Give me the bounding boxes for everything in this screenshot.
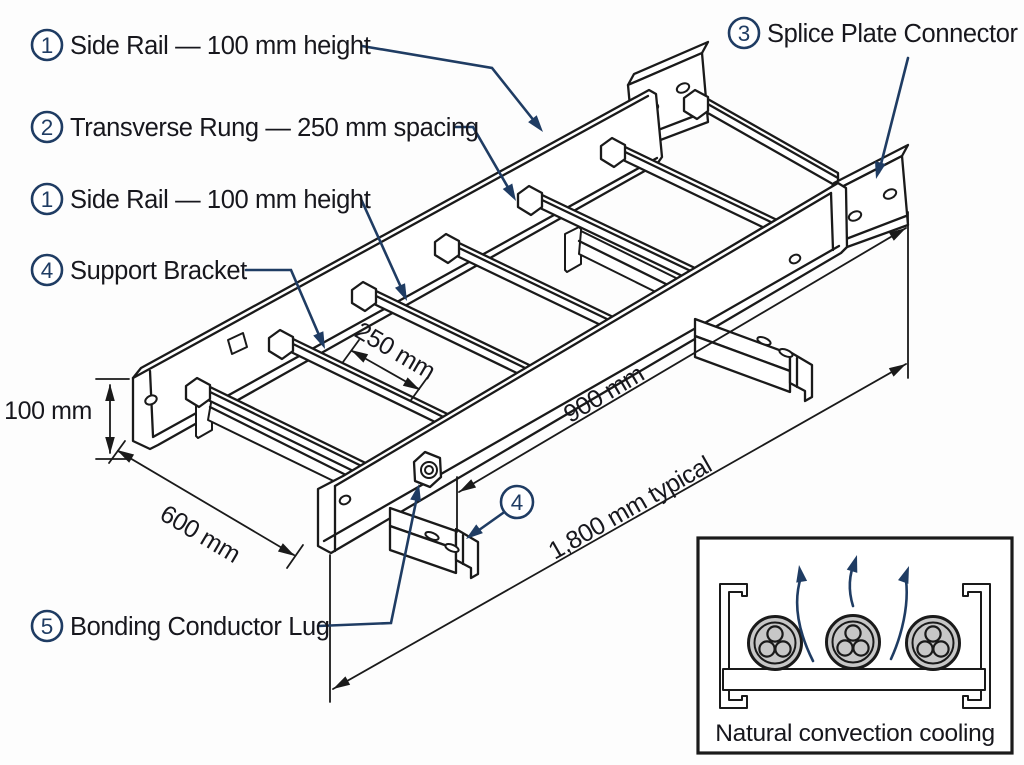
inset-rung-bar [722,668,986,691]
callout-number: 4 [41,258,54,283]
callout-side-rail-near: 1 Side Rail — 100 mm height [30,182,371,216]
inset-cable-1 [747,615,803,671]
dim-tray-width: 600 mm [108,440,304,569]
callout-label: Splice Plate Connector [767,20,1019,48]
callout-support-bracket-marker: 4 [499,484,535,520]
callout-bonding-lug: 5 Bonding Conductor Lug [30,609,330,643]
cooling-inset: Natural convection cooling [696,536,1014,755]
near-side-rail [316,181,849,555]
callout-label: Side Rail — 100 mm height [70,186,371,214]
callout-splice-plate: 3 Splice Plate Connector [727,16,1019,50]
leader-lines [244,44,910,628]
dim-section-length-text: 1,800 mm typical [544,451,717,566]
callout-circle [30,28,64,62]
inset-caption: Natural convection cooling [715,720,995,747]
right-support-bracket [693,317,814,403]
convection-arrows [793,553,915,663]
callout-number: 4 [511,490,524,515]
callout-number: 5 [41,614,54,639]
callout-label: Support Bracket [70,257,247,285]
dim-rail-height: 100 mm [4,378,130,460]
far-side-rail [131,88,664,451]
rail-slot [227,332,248,355]
callout-number: 1 [41,187,54,212]
callout-support-bracket: 4 Support Bracket [30,253,248,287]
callout-label: Transverse Rung — 250 mm spacing [70,114,479,142]
inset-cable-3 [905,615,961,671]
callout-number: 3 [738,21,751,46]
callout-label: Bonding Conductor Lug [70,613,330,641]
callout-number: 1 [41,33,54,58]
transverse-rungs [184,88,840,488]
callout-label: Side Rail — 100 mm height [70,32,371,60]
left-support-bracket [388,506,480,580]
dim-rail-height-text: 100 mm [4,397,92,425]
callout-side-rail-top: 1 Side Rail — 100 mm height [30,28,371,62]
bonding-lug [412,450,443,489]
inset-cable-2 [825,614,881,670]
callout-number: 2 [41,115,54,140]
dim-tray-width-text: 600 mm [155,500,245,569]
callout-transverse-rung: 2 Transverse Rung — 250 mm spacing [30,110,479,144]
right-support-bracket-far [564,226,677,301]
